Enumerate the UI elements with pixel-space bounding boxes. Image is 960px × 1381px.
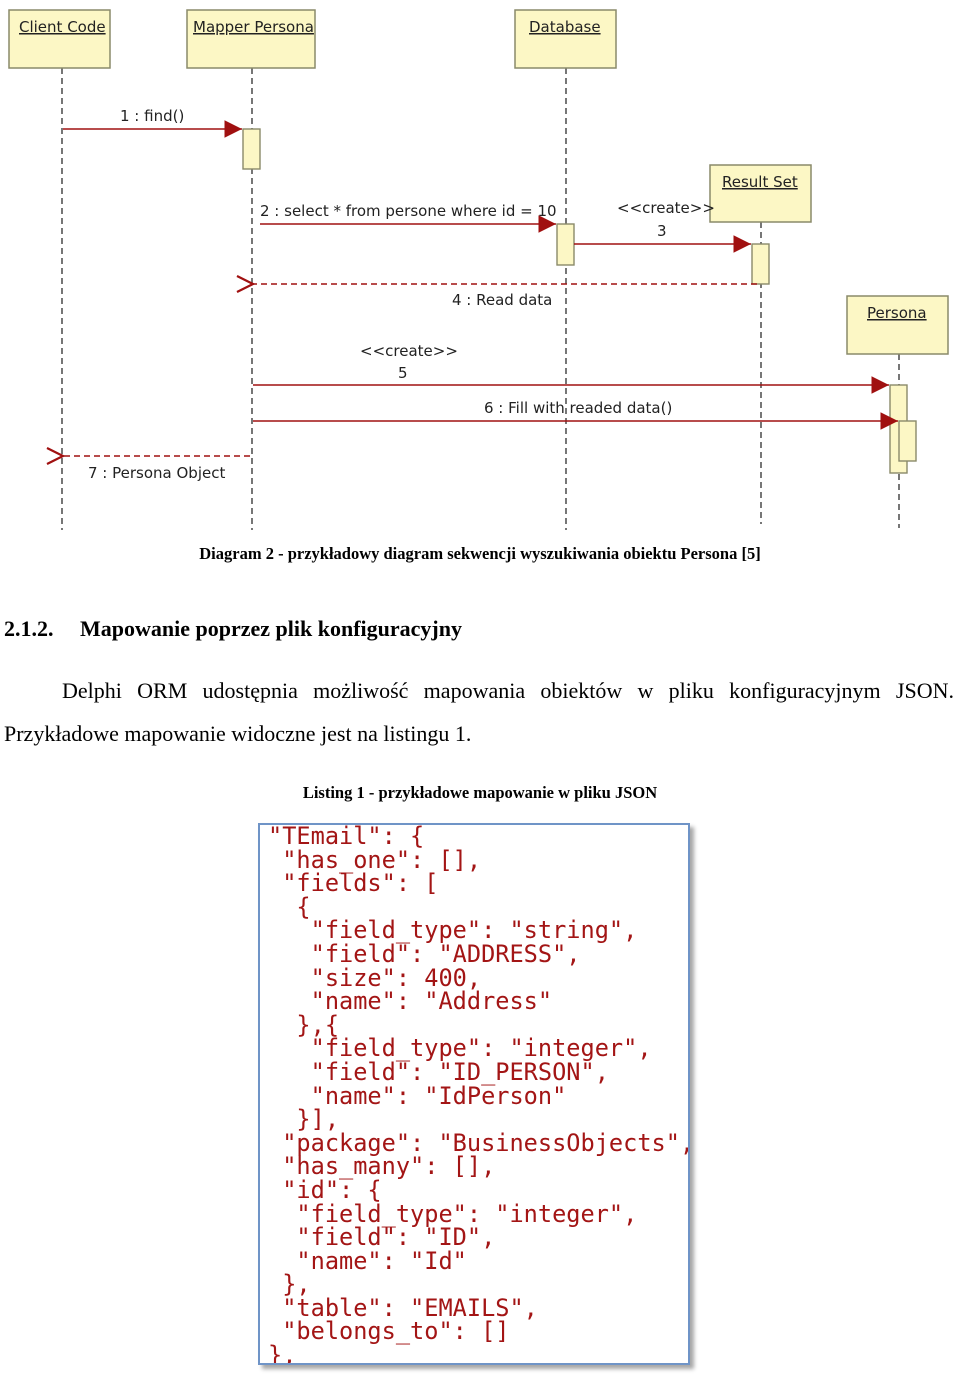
activation-resultset	[751, 243, 770, 285]
code-line: "field": "ID",	[268, 1223, 496, 1252]
participant-client-label: Client Code	[19, 18, 106, 36]
code-line: "has_one": [],	[268, 845, 482, 874]
code-line: },	[268, 1270, 311, 1299]
code-line: "size": 400,	[268, 963, 482, 992]
participant-resultset-label: Result Set	[722, 173, 798, 191]
activation-bars	[242, 128, 917, 474]
message-3-label: 3	[657, 222, 667, 240]
code-line: "name": "Id"	[268, 1246, 467, 1275]
code-line: },	[268, 1341, 297, 1365]
code-block: "TEmail": { "has_one": [], "fields": [ {…	[268, 823, 690, 1365]
code-line: "field": "ADDRESS",	[268, 939, 581, 968]
section-title: Mapowanie poprzez plik konfiguracyjny	[80, 616, 462, 641]
code-line: "fields": [	[268, 869, 439, 898]
message-5-label: 5	[398, 364, 408, 382]
message-7-label: 7 : Persona Object	[88, 464, 225, 482]
participant-mapper-label: Mapper Persona	[193, 18, 314, 36]
code-line: "TEmail": {	[268, 823, 425, 850]
participant-database-label: Database	[529, 18, 601, 36]
participant-mapper: Mapper Persona	[186, 9, 316, 69]
diagram-caption: Diagram 2 - przykładowy diagram sekwencj…	[199, 544, 761, 563]
listing-caption: Listing 1 - przykładowe mapowanie w plik…	[302, 783, 658, 802]
code-line: "id": {	[268, 1175, 382, 1204]
code-line: "field_type": "integer",	[268, 1199, 638, 1228]
code-line: "has_many": [],	[268, 1152, 496, 1181]
sequence-diagram: Client Code Mapper Persona Database Resu…	[8, 9, 949, 530]
message-2-label: 2 : select * from persone where id = 10	[260, 202, 557, 220]
section-number: 2.1.2.	[4, 616, 54, 641]
code-line: "belongs_to": []	[268, 1317, 510, 1346]
messages	[63, 120, 898, 456]
message-3-stereotype: <<create>>	[617, 199, 715, 217]
activation-database	[556, 223, 575, 266]
message-6-label: 6 : Fill with readed data()	[484, 399, 672, 417]
code-listing: "TEmail": { "has_one": [], "fields": [ {…	[258, 823, 690, 1365]
code-line: "name": "IdPerson"	[268, 1081, 567, 1110]
message-4-label: 4 : Read data	[452, 291, 552, 309]
participant-resultset: Result Set	[709, 164, 812, 223]
participant-database: Database	[514, 9, 617, 69]
activation-mapper	[242, 128, 261, 170]
code-line: "table": "EMAILS",	[268, 1293, 538, 1322]
code-line: "package": "BusinessObjects",	[268, 1128, 690, 1157]
participant-persona-label: Persona	[867, 304, 927, 322]
code-line: "field_type": "integer",	[268, 1034, 652, 1063]
code-line: "field_type": "string",	[268, 916, 638, 945]
activation-persona-nested	[898, 420, 917, 462]
section-heading: 2.1.2. Mapowanie poprzez plik konfiguracy…	[4, 616, 462, 642]
message-1-label: 1 : find()	[120, 107, 184, 125]
message-5-stereotype: <<create>>	[360, 342, 458, 360]
code-line: {	[268, 892, 311, 921]
code-line: }],	[268, 1105, 340, 1134]
body-paragraph: Delphi ORM udostępnia możliwość mapowani…	[4, 669, 954, 755]
code-line: "field": "ID_PERSON",	[268, 1057, 609, 1086]
participant-client: Client Code	[8, 9, 111, 69]
code-line: "name": "Address"	[268, 987, 553, 1016]
body-paragraph-text: Delphi ORM udostępnia możliwość mapowani…	[4, 678, 954, 746]
participant-persona: Persona	[846, 295, 949, 355]
code-line: },{	[268, 1010, 340, 1039]
